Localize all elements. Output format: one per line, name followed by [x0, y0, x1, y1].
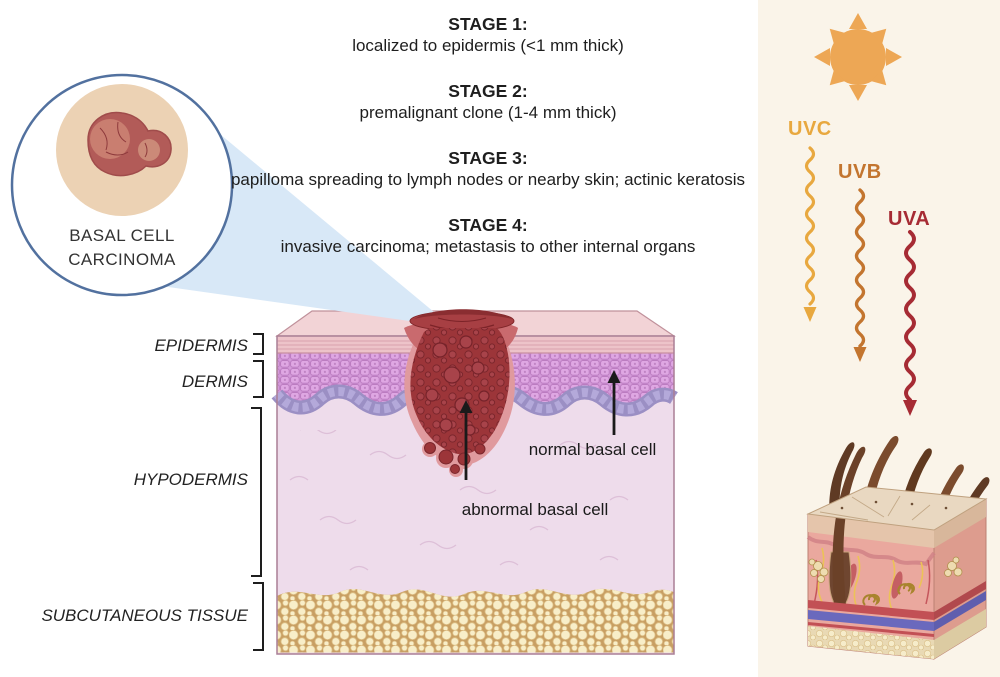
stage-2-body: premalignant clone (1-4 mm thick) — [359, 103, 617, 122]
inset-label: BASAL CELL CARCINOMA — [68, 226, 176, 269]
stage-2-heading: STAGE 2: — [448, 81, 528, 101]
stage-1-heading: STAGE 1: — [448, 14, 528, 34]
normal-basal-cell-label: normal basal cell — [528, 440, 657, 459]
skin-cross-section — [271, 310, 678, 655]
sun-icon — [814, 13, 902, 101]
stage-4-body: invasive carcinoma; metastasis to other … — [280, 237, 696, 256]
dermis-label: DERMIS — [181, 372, 248, 391]
stage-4-heading: STAGE 4: — [448, 215, 528, 235]
epidermis-label: EPIDERMIS — [154, 336, 248, 355]
uva-label: UVA — [888, 208, 931, 230]
subcutaneous-label: SUBCUTANEOUS TISSUE — [41, 606, 248, 625]
stage-3-body: papilloma spreading to lymph nodes or ne… — [230, 170, 746, 189]
stage-2: STAGE 2: premalignant clone (1-4 mm thic… — [205, 80, 771, 124]
stage-3-heading: STAGE 3: — [448, 148, 528, 168]
epidermis-bracket — [253, 333, 264, 355]
uvb-ray-arrow — [853, 188, 867, 362]
dermis-bracket — [253, 360, 264, 398]
stage-1-body: localized to epidermis (<1 mm thick) — [352, 36, 624, 55]
subcutaneous-bracket — [253, 582, 264, 651]
stage-1: STAGE 1: localized to epidermis (<1 mm t… — [205, 13, 771, 57]
stage-3: STAGE 3: papilloma spreading to lymph no… — [205, 147, 771, 191]
uvc-ray-arrow — [803, 146, 817, 322]
stage-list: STAGE 1: localized to epidermis (<1 mm t… — [205, 13, 771, 281]
abnormal-cell-arrow — [459, 400, 473, 480]
stage-4: STAGE 4: invasive carcinoma; metastasis … — [205, 214, 771, 258]
hypodermis-bracket — [251, 407, 262, 577]
layer-brackets — [251, 333, 264, 651]
tumor-illustration — [404, 309, 518, 477]
bcc-inset-circle — [10, 73, 234, 297]
hypodermis-label: HYPODERMIS — [133, 470, 248, 489]
uva-ray-arrow — [903, 230, 917, 416]
uvc-label: UVC — [788, 118, 832, 140]
normal-cell-arrow — [607, 370, 621, 435]
abnormal-basal-cell-label: abnormal basal cell — [461, 500, 609, 519]
skin-cube-illustration — [806, 435, 990, 660]
uvb-label: UVB — [838, 161, 882, 183]
